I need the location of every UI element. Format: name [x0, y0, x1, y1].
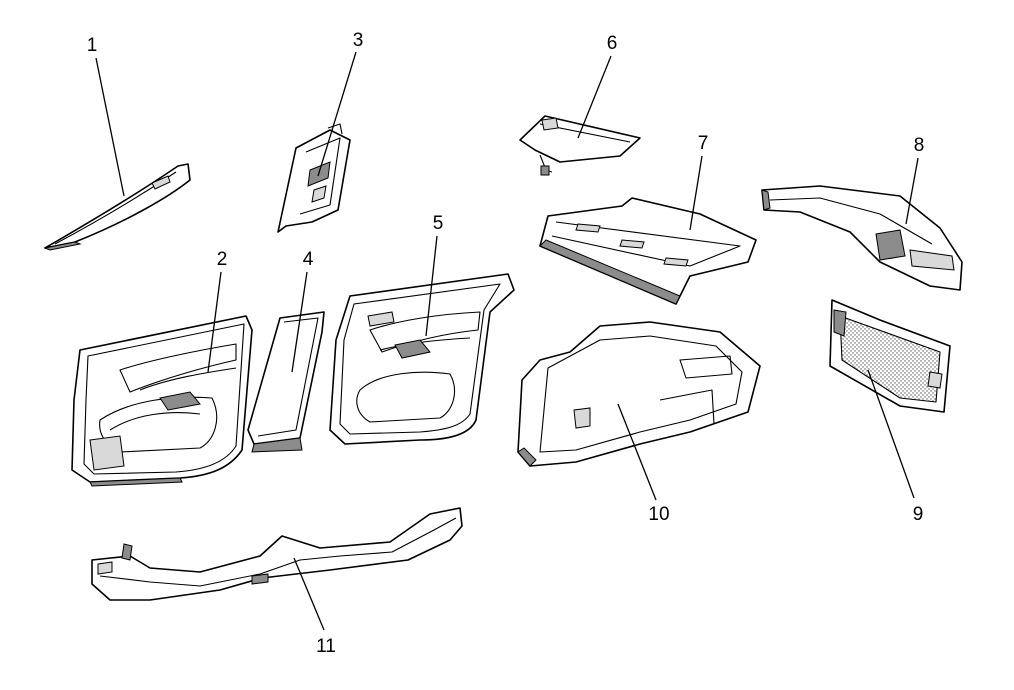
part-4-center-pillar-trim	[247, 311, 325, 453]
callout-3: 3	[353, 30, 364, 51]
part-8-rear-quarter-upper-trim	[761, 185, 963, 291]
leader-1	[95, 57, 125, 197]
part-11-sill-plate-trim	[91, 507, 463, 601]
callout-8: 8	[914, 135, 925, 156]
leader-3	[317, 51, 357, 177]
part-5-rear-door-trim-panel	[329, 273, 515, 445]
leader-4	[291, 271, 308, 373]
leader-7	[689, 155, 703, 231]
leader-5	[425, 235, 438, 337]
part-6-rear-pillar-upper-trim	[519, 115, 641, 176]
callout-2: 2	[217, 249, 228, 270]
leader-8	[905, 157, 919, 225]
leader-11	[293, 557, 325, 631]
callout-4: 4	[303, 249, 314, 270]
callout-7: 7	[698, 133, 709, 154]
callout-labels: 1 2 3 4 5 6 7 8 9 10 11	[87, 30, 925, 657]
callout-5: 5	[433, 213, 444, 234]
callout-9: 9	[913, 504, 924, 525]
part-9-rear-quarter-lower-trim	[829, 299, 951, 413]
part-1-windshield-pillar-trim	[43, 163, 191, 251]
leader-6	[577, 55, 612, 139]
part-3-switch-bezel	[277, 123, 351, 233]
part-10-trunk-side-trim	[517, 321, 761, 467]
part-2-front-door-trim-panel	[71, 315, 253, 487]
leader-10	[617, 403, 657, 501]
part-7-rear-shelf-panel	[539, 197, 757, 305]
leader-lines	[95, 51, 919, 631]
callout-1: 1	[87, 35, 98, 56]
callout-6: 6	[607, 33, 618, 54]
callout-11: 11	[316, 636, 336, 657]
leader-2	[207, 271, 222, 373]
callout-10: 10	[648, 504, 669, 525]
leader-9	[867, 369, 915, 499]
